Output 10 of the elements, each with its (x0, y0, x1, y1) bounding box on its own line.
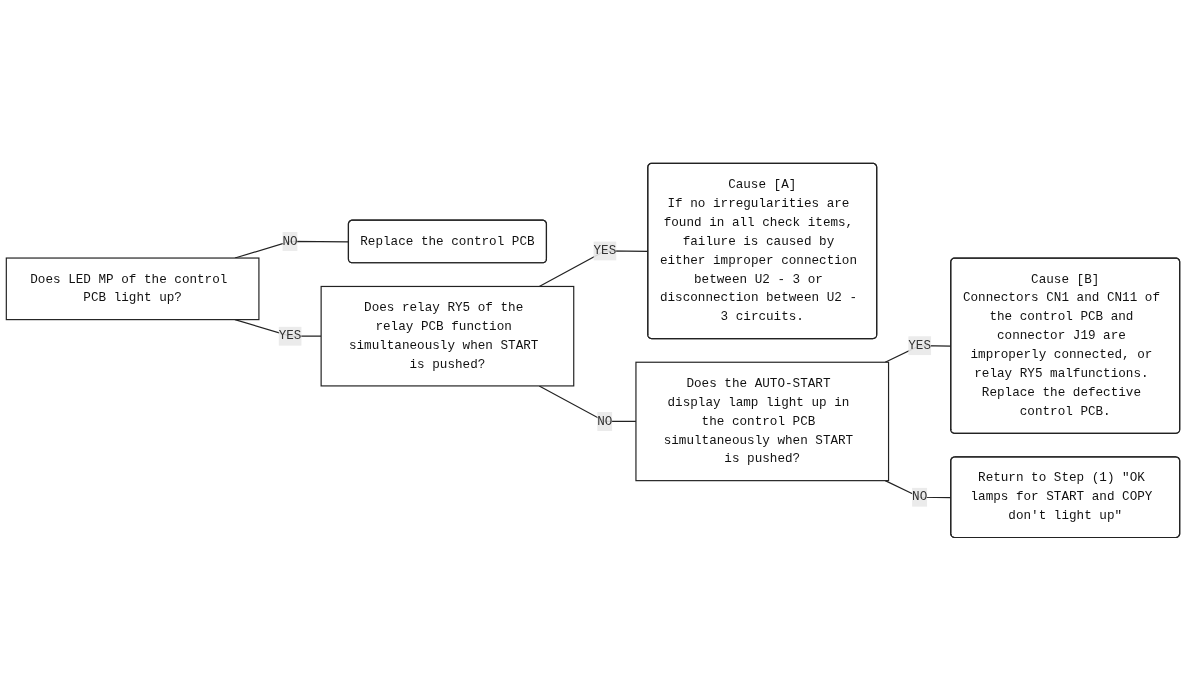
edge-label: NO (912, 489, 928, 504)
node-box: Does relay RY5 of the relay PCB function simultaneously when START is pushed? (320, 285, 575, 387)
edge-label: NO (282, 233, 298, 249)
edge-label: YES (908, 338, 932, 353)
edge-label: YES (278, 328, 302, 343)
node-box: Does LED MP of the control PCB light up? (5, 257, 260, 320)
edge-label: NO (597, 413, 613, 429)
node-box: Does the AUTO-START display lamp light up in the control PCB simultaneously when START is pushed? (635, 361, 890, 481)
connector (234, 318, 322, 337)
edge-label: YES (593, 243, 617, 258)
